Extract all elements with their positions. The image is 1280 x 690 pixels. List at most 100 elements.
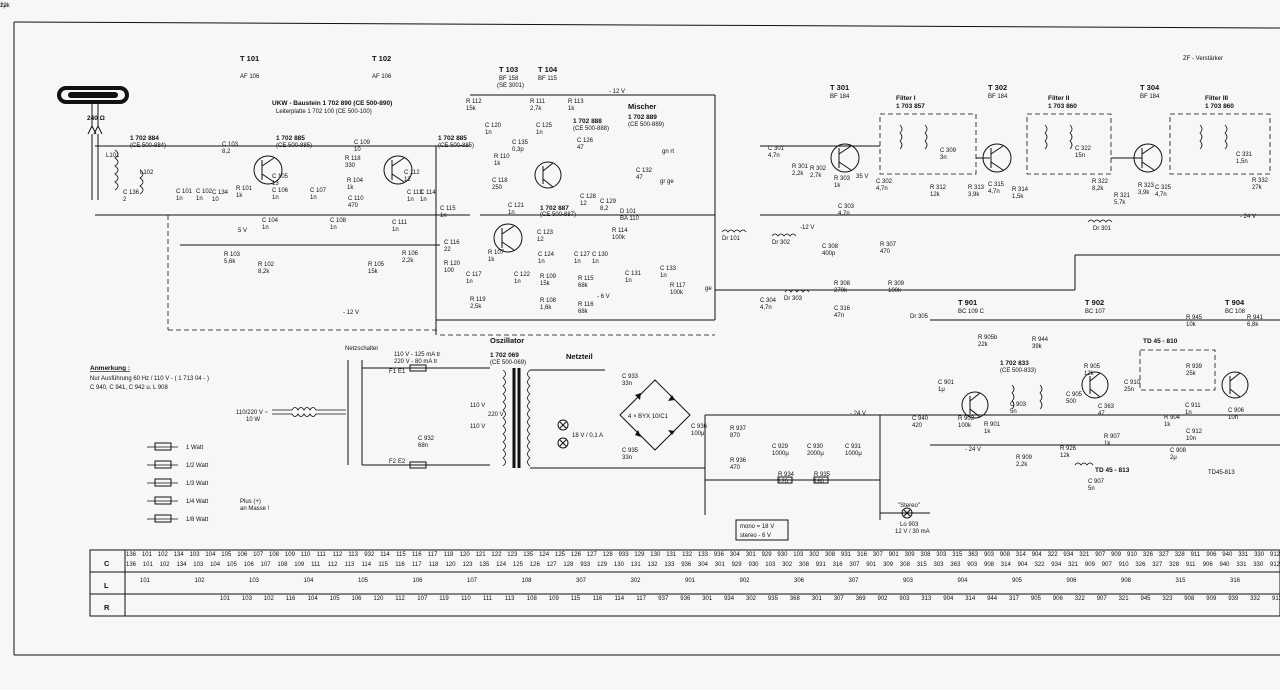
- t901-ref: T 901: [958, 298, 977, 307]
- grid-number: 128: [563, 562, 574, 568]
- m1702889-ce: (CE 500-889): [628, 122, 664, 128]
- component-ref: R 118: [345, 156, 361, 162]
- coil-l102: [139, 169, 144, 195]
- component-ref: C 905: [1066, 392, 1083, 398]
- component-ref: R 935: [814, 472, 831, 478]
- component-ref: R 314: [1012, 187, 1029, 193]
- grid-number: 327: [1152, 562, 1163, 568]
- t103-note: (SE 3001): [497, 83, 524, 89]
- component-value: 470: [880, 249, 891, 255]
- grid-number: 129: [634, 552, 645, 558]
- component-ref: R 308: [834, 281, 851, 287]
- component-value: 270k: [834, 288, 848, 294]
- grid-number: 936: [681, 562, 692, 568]
- t902-ref: T 902: [1085, 298, 1104, 307]
- grid-number: 328: [1175, 552, 1186, 558]
- component-value: 1n: [392, 227, 399, 233]
- grid-number: 117: [412, 562, 422, 568]
- grid-number: 104: [205, 552, 216, 558]
- grid-number: 904: [1018, 562, 1029, 568]
- grid-number: 908: [1184, 596, 1195, 602]
- grid-number: 118: [429, 562, 439, 568]
- component-ref: C 322: [1075, 146, 1092, 152]
- component-value: 1k: [488, 257, 495, 263]
- grid-number: 908: [1000, 552, 1011, 558]
- component-ref: R 104: [347, 178, 364, 184]
- component-ref: R 120: [444, 261, 461, 267]
- component-value: 100k: [888, 288, 902, 294]
- mono-stereo-box: [735, 519, 789, 541]
- component-ref: R 902: [0, 0, 17, 2]
- component-ref: R 901: [984, 422, 1001, 428]
- legend-label: 1/3 Watt: [186, 481, 208, 487]
- component-ref: C 108: [330, 218, 347, 224]
- grid-number: 125: [513, 562, 524, 568]
- grid-number: 108: [269, 552, 280, 558]
- component-value: 10: [354, 147, 361, 153]
- component-value: 1k: [1104, 441, 1111, 447]
- component-ref: C 325: [1155, 185, 1172, 191]
- grid-number: 907: [1102, 562, 1113, 568]
- filter2-coils: [1044, 124, 1073, 150]
- antenna-impedance: 240 Ω: [87, 115, 105, 122]
- netzteil-label: Netzteil: [566, 352, 593, 361]
- component-ref: C 903: [1010, 402, 1027, 408]
- dr302-label: Dr 302: [772, 240, 791, 246]
- grid-number: 302: [746, 596, 757, 602]
- component-value: 1n: [536, 130, 543, 136]
- component-value: 47: [636, 175, 643, 181]
- component-ref: R 939: [1186, 364, 1203, 370]
- grid-number: 103: [765, 562, 776, 568]
- t302-type: BF 184: [988, 94, 1008, 100]
- t302-ref: T 302: [988, 83, 1007, 92]
- component-ref: R 119: [470, 297, 486, 303]
- component-value: 25n: [1124, 387, 1134, 393]
- grid-number: 135: [479, 562, 490, 568]
- filter1-number: 1 703 857: [896, 103, 925, 110]
- component-ref: C 129: [600, 199, 617, 205]
- component-value: 1n: [330, 225, 337, 231]
- component-value: 1μ: [938, 387, 945, 393]
- grid-number: 322: [1035, 562, 1046, 568]
- m1702833-label: 1 702 833: [1000, 360, 1029, 367]
- grid-number: 102: [195, 578, 206, 584]
- grid-number: 114: [362, 562, 372, 568]
- grid-number: 134: [174, 552, 185, 558]
- component-value: 1k: [568, 106, 575, 112]
- grid-number: 327: [1159, 552, 1170, 558]
- component-value: 22k: [978, 342, 989, 348]
- component-value: 8,2: [222, 149, 231, 155]
- fuse-2: [409, 461, 427, 469]
- component-value: 25k: [1186, 371, 1197, 377]
- filter2-label: Filter II: [1048, 95, 1070, 102]
- grid-number: 116: [286, 596, 296, 602]
- component-ref: C 936: [691, 424, 708, 430]
- component-ref: C 940: [912, 416, 929, 422]
- component-ref: R 108: [540, 298, 557, 304]
- component-ref: C 107: [310, 188, 327, 194]
- component-value: 2,7k: [810, 173, 822, 179]
- grid-number: 909: [1111, 552, 1122, 558]
- grid-number: 133: [664, 562, 675, 568]
- grid-number: 106: [352, 596, 363, 602]
- component-ref: C 912: [1186, 429, 1203, 435]
- grid-number: 111: [483, 596, 493, 602]
- t304-ref: T 304: [1140, 83, 1160, 92]
- component-ref: C 134: [212, 190, 229, 196]
- t104-ref: T 104: [538, 65, 558, 74]
- grid-number: 106: [237, 552, 248, 558]
- resistor-symbol: [154, 514, 172, 523]
- grid-number: 301: [746, 552, 757, 558]
- component-value: 1,6k: [540, 305, 552, 311]
- component-ref: C 118: [492, 178, 508, 184]
- grid-number: 904: [1032, 552, 1043, 558]
- component-ref: C 909: [0, 0, 17, 2]
- grid-number: 112: [333, 552, 343, 558]
- grid-number: 301: [812, 596, 823, 602]
- component-ref: R 944: [1032, 337, 1049, 343]
- transistor-t901: [961, 391, 989, 419]
- t904-type: BC 108: [1225, 309, 1246, 315]
- component-value: 47: [577, 145, 584, 151]
